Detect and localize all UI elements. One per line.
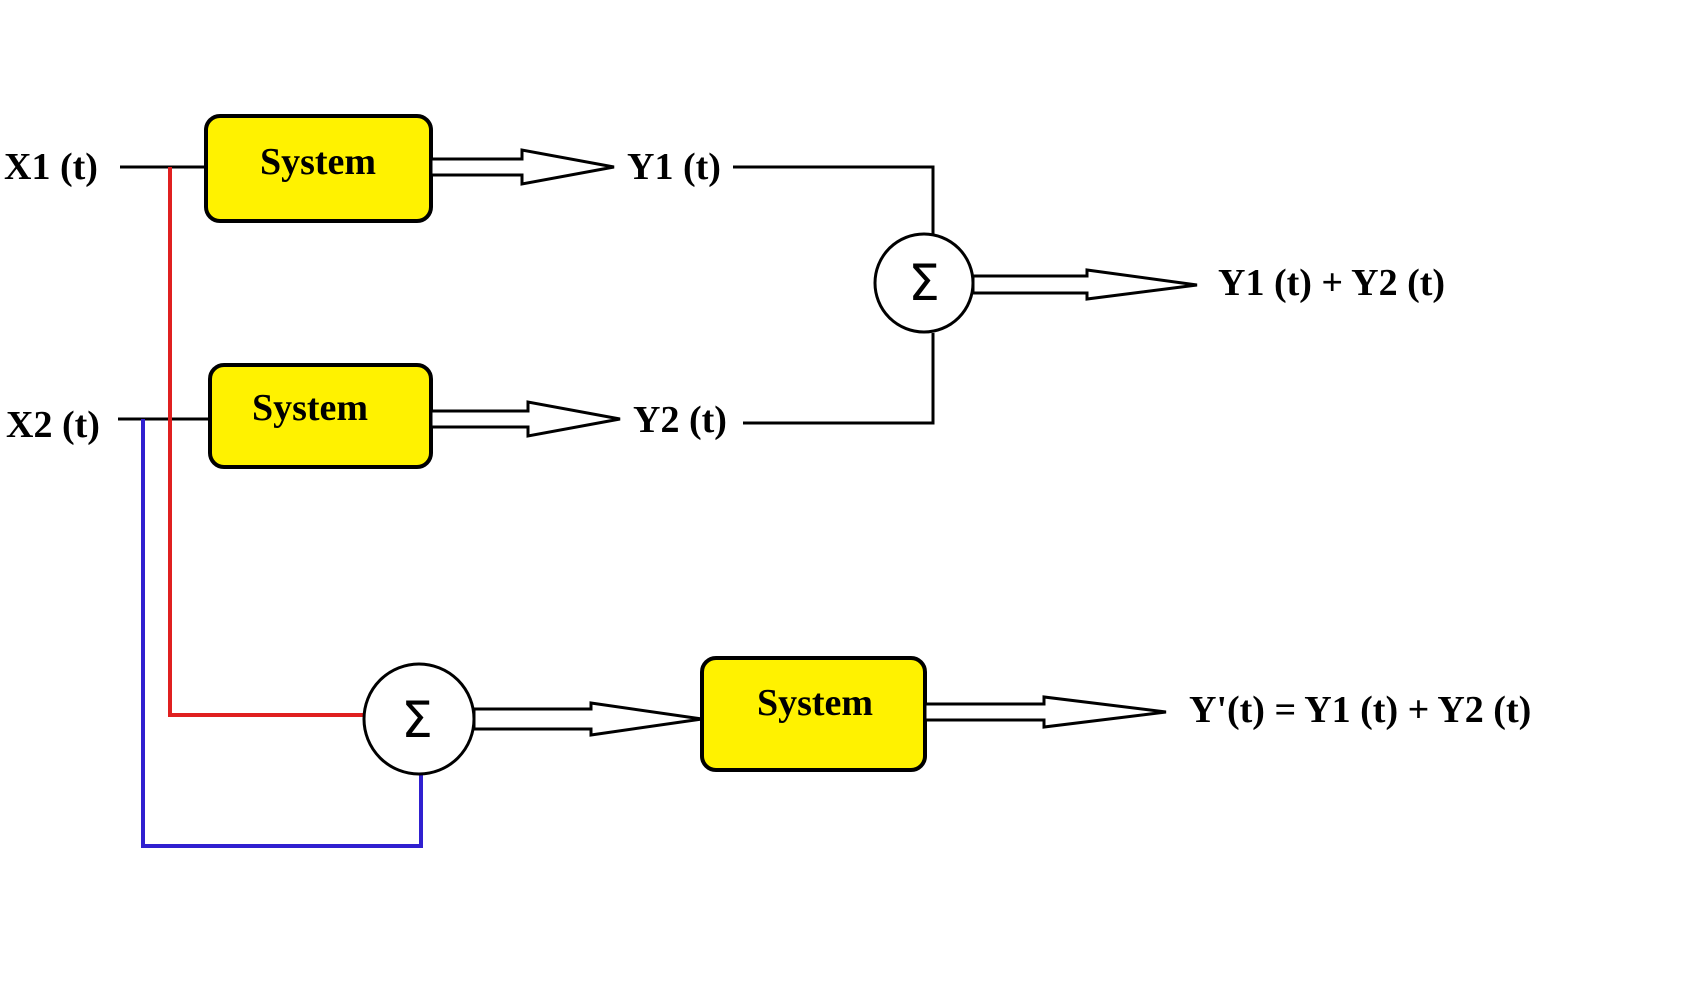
system-block-1-label: System xyxy=(260,141,376,183)
arrow-system2-to-y2 xyxy=(429,400,621,438)
x1-label: X1 (t) xyxy=(4,146,98,188)
y2-to-summer-wire xyxy=(743,333,935,425)
system-block-3-label: System xyxy=(757,682,873,724)
arrow-summer1-to-output xyxy=(971,268,1198,301)
x1-branch-wire xyxy=(168,167,365,717)
system-block-2-label: System xyxy=(252,387,368,429)
x2-branch-wire xyxy=(141,419,423,848)
sum-output-label-top: Y1 (t) + Y2 (t) xyxy=(1218,262,1445,304)
y2-label: Y2 (t) xyxy=(633,399,727,441)
arrow-summer2-to-system3 xyxy=(472,701,703,737)
x2-label: X2 (t) xyxy=(6,404,100,446)
y1-label: Y1 (t) xyxy=(627,146,721,188)
summer-1-symbol: Σ xyxy=(908,254,940,312)
arrow-system3-to-output xyxy=(923,695,1167,729)
sum-output-label-bottom: Y'(t) = Y1 (t) + Y2 (t) xyxy=(1189,689,1531,731)
arrow-system1-to-y1 xyxy=(429,148,615,186)
summer-2-symbol: Σ xyxy=(401,691,433,749)
y1-to-summer-wire xyxy=(733,165,935,234)
